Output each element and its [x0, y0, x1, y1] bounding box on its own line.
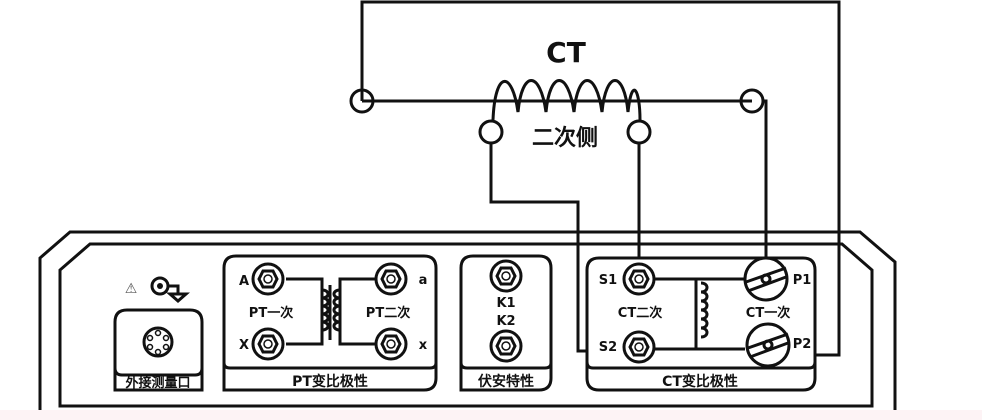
ct-secondary-label: CT二次	[618, 305, 662, 321]
terminal-K2[interactable]	[489, 329, 523, 363]
bottom-strip	[0, 410, 982, 420]
ct-module: S1 S2 P1 P2 CT二次 CT一次 CT变比极性	[576, 202, 817, 392]
p1-wire	[763, 99, 768, 262]
terminal-S1-label: S1	[599, 273, 617, 288]
ct-module-caption: CT变比极性	[662, 373, 738, 390]
terminal-X-label: X	[239, 338, 249, 353]
terminal-K1[interactable]	[489, 259, 523, 293]
terminal-A[interactable]	[251, 262, 285, 296]
terminal-x-label: x	[419, 338, 428, 353]
ct-secondary-side-label: 二次侧	[532, 125, 598, 151]
va-module: K1 K2 伏安特性	[459, 254, 553, 392]
instrument-inner-panel	[58, 242, 874, 408]
terminal-S2[interactable]	[622, 330, 656, 364]
terminal-S1[interactable]	[622, 262, 656, 296]
terminal-x[interactable]	[374, 327, 408, 361]
ct-coil	[491, 79, 642, 121]
external-port-connector[interactable]	[142, 326, 174, 358]
warning-triangle-icon: ⚠	[125, 281, 138, 297]
terminal-K1-label: K1	[496, 296, 515, 311]
terminal-P1-label: P1	[793, 273, 812, 288]
external-port-caption: 外接测量口	[124, 375, 190, 391]
ct-title: CT	[546, 36, 586, 69]
ct-primary-left-terminal	[349, 88, 375, 114]
ct-secondary-right-terminal	[626, 119, 652, 145]
ct-primary-label: CT一次	[746, 305, 790, 321]
terminal-a-label: a	[419, 273, 428, 288]
primary-return-wire	[360, 0, 841, 357]
pt-module-caption: PT变比极性	[292, 373, 368, 390]
terminal-A-label: A	[239, 274, 249, 289]
terminal-a[interactable]	[374, 262, 408, 296]
terminal-X[interactable]	[251, 327, 285, 361]
instrument-outer-casing	[38, 230, 897, 410]
pt-primary-label: PT一次	[249, 305, 293, 321]
external-port: ⚠ 外接测量口	[113, 276, 204, 392]
pt-module: A X a x PT一次 PT二次 PT变比极性	[222, 254, 438, 392]
va-module-caption: 伏安特性	[478, 373, 534, 390]
terminal-S2-label: S2	[599, 340, 617, 355]
pt-secondary-label: PT二次	[366, 305, 410, 321]
ct-secondary-left-terminal	[478, 119, 504, 145]
terminal-P2[interactable]	[745, 322, 791, 368]
terminal-K2-label: K2	[496, 314, 515, 329]
terminal-P2-label: P2	[793, 337, 812, 352]
terminal-P1[interactable]	[743, 256, 789, 302]
